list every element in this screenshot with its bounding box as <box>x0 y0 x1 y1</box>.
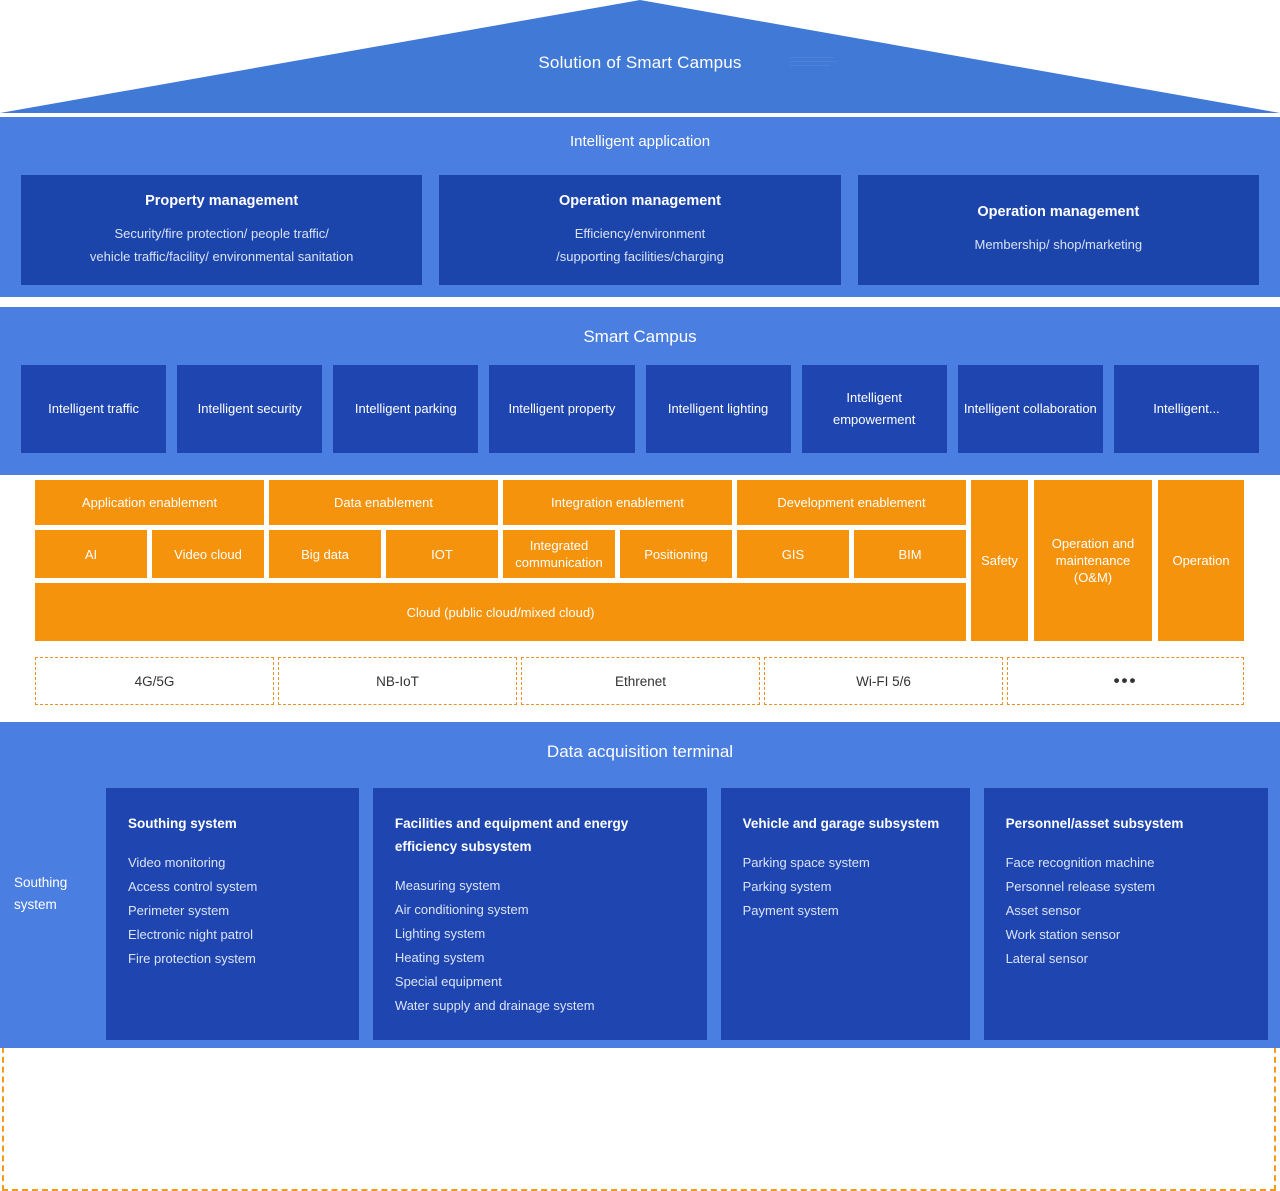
data-acquisition-title: Data acquisition terminal <box>546 742 734 761</box>
data-card-item: Fire protection system <box>128 951 256 966</box>
platform-block-gis[interactable]: GIS <box>737 530 849 578</box>
data-card-title: Vehicle and garage subsystem <box>742 816 940 831</box>
data-card-item: Perimeter system <box>128 903 230 918</box>
data-card-item: Special equipment <box>394 974 502 989</box>
platform-block-bim[interactable]: BIM <box>854 530 966 578</box>
data-card-item: Parking system <box>742 879 832 894</box>
data-card-item: Electronic night patrol <box>128 927 254 942</box>
data-card-item: Access control system <box>128 879 258 894</box>
smart-campus-card-list: Intelligent traffic Intelligent security… <box>21 365 1259 453</box>
data-card-item: Heating system <box>394 950 485 965</box>
platform-block-integration-enablement[interactable]: Integration enablement <box>503 480 732 525</box>
platform-blocks: Application enablement Data enablement I… <box>0 475 1280 722</box>
campus-card-intelligent-parking[interactable]: Intelligent parking <box>333 365 479 453</box>
data-card-title: Facilities and equipment and energy effi… <box>394 816 629 854</box>
campus-card-intelligent-more[interactable]: Intelligent... <box>1113 365 1259 453</box>
app-card-title: Property management <box>145 192 299 209</box>
smart-campus-band: Smart Campus Intelligent traffic Intelli… <box>0 307 1280 475</box>
diagram-title: Solution of Smart Campus <box>538 53 742 72</box>
app-card-operation-management-2[interactable]: Operation management Membership/ shop/ma… <box>857 175 1259 285</box>
campus-card-intelligent-traffic[interactable]: Intelligent traffic <box>21 365 167 453</box>
campus-card-intelligent-property[interactable]: Intelligent property <box>489 365 635 453</box>
platform-block-integrated-communication[interactable]: Integrated communication <box>503 530 615 578</box>
watermark-lines-icon <box>790 57 838 73</box>
data-card-item: Measuring system <box>394 878 501 893</box>
platform-block-development-enablement[interactable]: Development enablement <box>737 480 966 525</box>
platform-dashed-frame <box>2 1037 1276 1191</box>
platform-block-ai[interactable]: AI <box>35 530 147 578</box>
platform-section: Application enablement Data enablement I… <box>0 475 1280 1191</box>
platform-block-video-cloud[interactable]: Video cloud <box>152 530 264 578</box>
data-card-item: Air conditioning system <box>394 902 529 917</box>
app-card-line: Membership/ shop/marketing <box>974 237 1143 252</box>
data-card-item: Personnel release system <box>1005 879 1156 894</box>
platform-column-operation[interactable]: Operation <box>1158 480 1244 641</box>
intelligent-application-card-list: Property management Security/fire protec… <box>21 175 1259 285</box>
smart-campus-title: Smart Campus <box>583 327 697 346</box>
campus-card-intelligent-security[interactable]: Intelligent security <box>177 365 323 453</box>
campus-card-intelligent-empowerment[interactable]: Intelligent empowerment <box>801 365 947 453</box>
app-card-line: Security/fire protection/ people traffic… <box>114 225 329 241</box>
intelligent-application-band: Intelligent application Property managem… <box>0 117 1280 297</box>
app-card-title: Operation management <box>977 204 1140 220</box>
data-card-item: Asset sensor <box>1005 903 1081 918</box>
platform-block-iot[interactable]: IOT <box>386 530 498 578</box>
platform-block-big-data[interactable]: Big data <box>269 530 381 578</box>
southing-system-side-label: Southing system <box>14 875 68 912</box>
platform-block-positioning[interactable]: Positioning <box>620 530 732 578</box>
data-acquisition-band: Data acquisition terminal Southing syste… <box>0 722 1280 1048</box>
data-card-item: Water supply and drainage system <box>394 998 595 1013</box>
data-card-personnel-asset-subsystem[interactable]: Personnel/asset subsystem Face recogniti… <box>983 788 1268 1040</box>
network-box-nb-iot[interactable]: NB-IoT <box>278 657 517 705</box>
data-card-title: Personnel/asset subsystem <box>1005 816 1184 831</box>
data-card-item: Lateral sensor <box>1005 951 1088 966</box>
data-card-title: Southing system <box>128 816 237 831</box>
intelligent-application-title: Intelligent application <box>569 133 711 150</box>
platform-block-application-enablement[interactable]: Application enablement <box>35 480 264 525</box>
data-card-item: Work station sensor <box>1005 927 1121 942</box>
data-card-item: Video monitoring <box>128 855 226 870</box>
platform-block-data-enablement[interactable]: Data enablement <box>269 480 498 525</box>
app-card-property-management[interactable]: Property management Security/fire protec… <box>21 175 423 285</box>
network-box-ethernet[interactable]: Ethrenet <box>521 657 760 705</box>
platform-block-cloud[interactable]: Cloud (public cloud/mixed cloud) <box>35 583 966 641</box>
app-card-line: vehicle traffic/facility/ environmental … <box>89 248 354 264</box>
network-box-more[interactable]: ••• <box>1007 657 1244 705</box>
network-box-4g-5g[interactable]: 4G/5G <box>35 657 274 705</box>
data-card-southing-system[interactable]: Southing system Video monitoring Access … <box>106 788 359 1040</box>
network-box-wifi[interactable]: Wi-FI 5/6 <box>764 657 1003 705</box>
data-card-item: Lighting system <box>394 926 486 941</box>
roof-section: Solution of Smart Campus <box>0 0 1280 113</box>
platform-column-safety[interactable]: Safety <box>971 480 1028 641</box>
campus-card-intelligent-collaboration[interactable]: Intelligent collaboration <box>957 365 1103 453</box>
ellipsis-icon: ••• <box>1113 671 1138 690</box>
data-acquisition-card-list: Southing system Video monitoring Access … <box>106 788 1268 1040</box>
data-card-vehicle-garage-subsystem[interactable]: Vehicle and garage subsystem Parking spa… <box>720 788 970 1040</box>
app-card-line: Efficiency/environment <box>574 225 706 241</box>
app-card-line: /supporting facilities/charging <box>556 248 724 264</box>
data-card-item: Face recognition machine <box>1005 855 1155 870</box>
platform-column-operation-and-maintenance[interactable]: Operation and maintenance (O&M) <box>1034 480 1152 641</box>
app-card-operation-management-1[interactable]: Operation management Efficiency/environm… <box>439 175 841 285</box>
data-card-item: Parking space system <box>742 855 870 870</box>
data-card-item: Payment system <box>742 903 839 918</box>
data-card-facilities-energy-efficiency[interactable]: Facilities and equipment and energy effi… <box>372 788 707 1040</box>
campus-card-intelligent-lighting[interactable]: Intelligent lighting <box>645 365 791 453</box>
app-card-title: Operation management <box>559 192 721 209</box>
